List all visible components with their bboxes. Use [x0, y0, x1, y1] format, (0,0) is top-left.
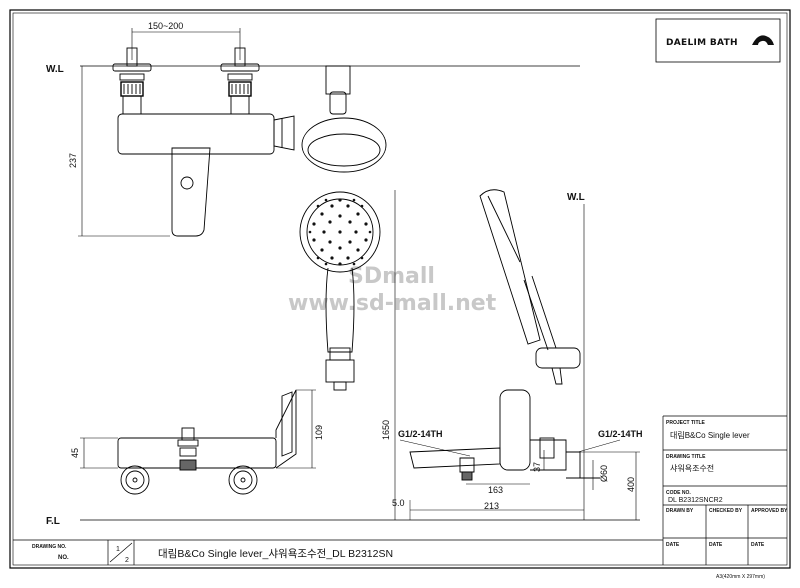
project-title-label: PROJECT TITLE: [666, 420, 706, 426]
outer-frame: [9, 9, 791, 569]
sheet-total: 2: [125, 557, 129, 564]
approved-by-label: APPROVED BY: [751, 508, 788, 514]
dim-top-span: 150~200: [148, 21, 183, 31]
dim-163: 163: [488, 485, 503, 495]
project-title-value: 대림B&Co Single lever: [670, 430, 750, 440]
label-wl-right: W.L: [567, 192, 585, 203]
front-view: [78, 28, 580, 237]
dim-400: 400: [626, 477, 636, 492]
date-label-1: DATE: [666, 542, 680, 548]
dim-45: 45: [70, 448, 80, 458]
bottom-strip: [13, 539, 663, 565]
dim-phi60: Ø60: [599, 465, 609, 482]
dim-213: 213: [484, 501, 499, 511]
dim-1650: 1650: [381, 420, 391, 440]
drawing-title-label: DRAWING TITLE: [666, 454, 706, 460]
dim-37: 37: [532, 462, 542, 472]
date-label-3: DATE: [751, 542, 765, 548]
code-no-label: CODE NO.: [666, 490, 691, 496]
title-block: [662, 415, 787, 565]
inner-frame: [12, 12, 788, 566]
drawing-no-label: DRAWING NO.: [32, 544, 67, 550]
date-label-2: DATE: [709, 542, 723, 548]
thread-left: G1/2-14TH: [398, 429, 443, 439]
side-view: [394, 189, 640, 520]
brand-logo-text: DAELIM BATH: [666, 38, 738, 48]
shower-nozzles: [308, 198, 372, 266]
thread-right: G1/2-14TH: [598, 429, 643, 439]
paper-size: A3(420mm X 297mm): [716, 574, 765, 580]
sheet-number: 1: [116, 546, 120, 553]
drawing-name: 대림B&Co Single lever_샤워욕조수전_DL B2312SN: [158, 547, 393, 560]
dim-109: 109: [314, 425, 324, 440]
dim-237: 237: [68, 153, 78, 168]
watermark-line2: www.sd-mall.net: [288, 291, 497, 316]
watermark-line1: SDmall: [348, 264, 435, 289]
checked-by-label: CHECKED BY: [709, 508, 743, 514]
drawn-by-label: DRAWN BY: [666, 508, 694, 514]
no-label: NO.: [58, 555, 69, 561]
plan-view: [80, 389, 316, 495]
dim-5: 5.0: [392, 498, 405, 508]
label-wl-left: W.L: [46, 64, 64, 75]
code-no-value: DL B2312SNCR2: [668, 497, 723, 504]
brand-logo: DAELIM BATH: [655, 18, 781, 63]
shower-views: [299, 65, 387, 391]
drawing-title-value: 샤워욕조수전: [670, 463, 714, 473]
label-fl: F.L: [46, 516, 60, 527]
